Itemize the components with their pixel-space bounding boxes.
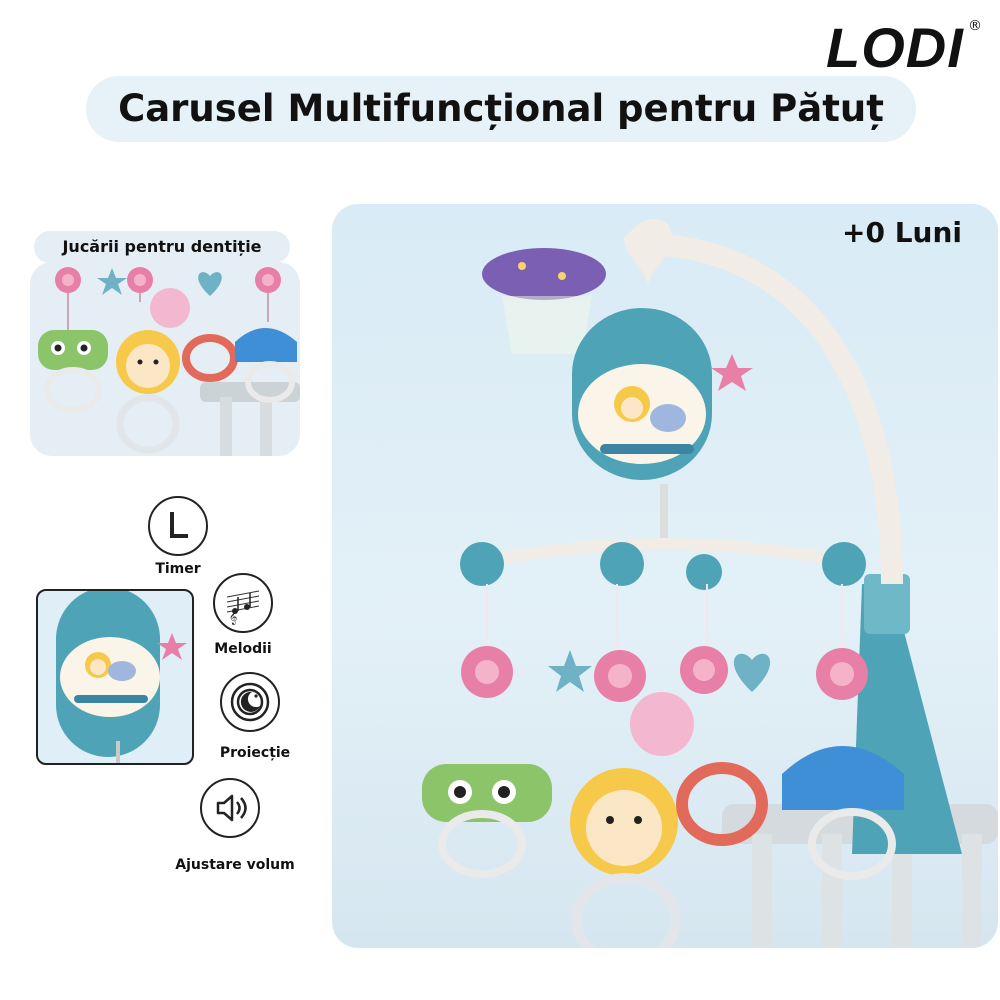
feature-label-timer: Timer [155,561,201,577]
speaker-volume-icon [200,778,260,838]
title-pill [86,76,916,142]
teething-label-pill [34,231,290,263]
age-label: +0 Luni [842,216,962,249]
music-box-detail-image [36,589,194,765]
feature-label-volum: Ajustare volum [175,857,295,873]
music-box-illustration [56,591,187,763]
music-notes-icon: 𝄞 [213,573,273,633]
crib-mobile-illustration [422,218,998,948]
teething-toys-illustration [38,267,300,456]
crib-mobile-image [332,204,998,948]
brand-logo: LODI [826,16,964,79]
page-title: Carusel Multifuncțional pentru Pătuț [118,87,884,130]
feature-label-melodii: Melodii [214,641,272,657]
timer-icon [148,496,208,556]
svg-text:𝄞: 𝄞 [229,609,237,625]
moon-projection-icon [220,672,280,732]
feature-label-proiectie: Proiecție [219,745,291,761]
registered-mark: ® [968,18,982,34]
teething-label: Jucării pentru dentiție [62,237,262,256]
teething-toys-image [30,262,300,456]
